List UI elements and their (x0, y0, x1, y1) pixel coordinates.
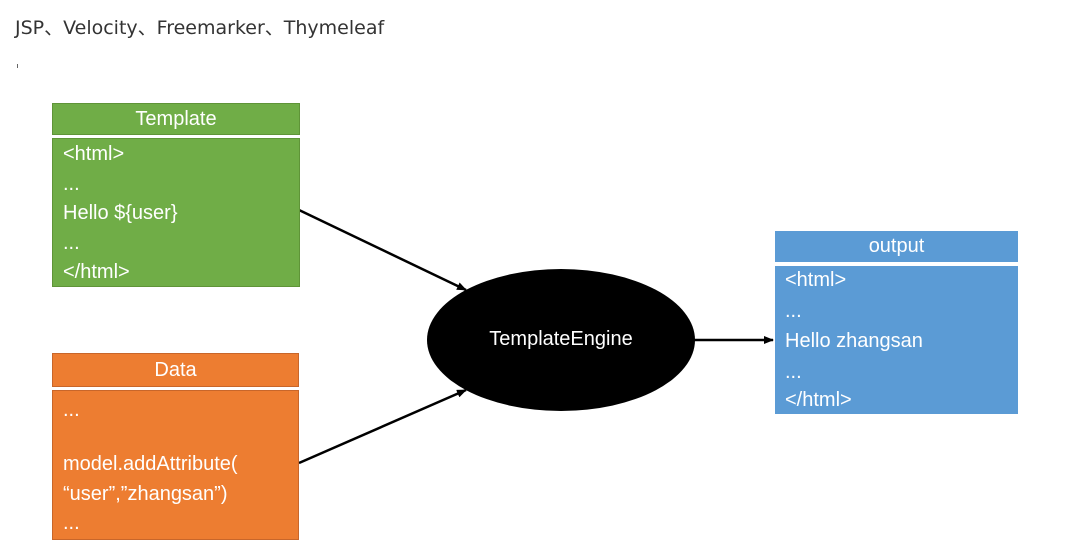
template-box-title: Template (52, 103, 300, 135)
output-line: ... (785, 361, 802, 383)
template-line: Hello ${user} (63, 202, 178, 224)
output-line: </html> (785, 389, 852, 411)
template-engine-ellipse (427, 269, 695, 411)
template-box-body: <html> ... Hello ${user} ... </html> (52, 138, 300, 287)
output-box-body: <html> ... Hello zhangsan ... </html> (775, 266, 1018, 414)
template-line: <html> (63, 143, 125, 165)
arrow-template-to-engine (298, 208, 467, 292)
data-line: model.addAttribute( (63, 453, 238, 475)
template-line: </html> (63, 261, 130, 283)
output-box-title: output (775, 231, 1018, 262)
data-line: ... (63, 512, 80, 534)
template-engine-label: TemplateEngine (489, 328, 633, 350)
output-line: <html> (785, 269, 847, 291)
template-line: ... (63, 173, 80, 195)
data-box-body: ... model.addAttribute( “user”,”zhangsan… (52, 390, 299, 540)
output-line: ... (785, 300, 802, 322)
template-line: ... (63, 232, 80, 254)
data-box-title: Data (52, 353, 299, 387)
page-heading: JSP、Velocity、Freemarker、Thymeleaf (15, 17, 385, 39)
output-line: Hello zhangsan (785, 330, 923, 352)
data-line: “user”,”zhangsan”) (63, 483, 228, 505)
stray-mark (17, 64, 18, 68)
arrow-data-to-engine (298, 388, 467, 465)
data-line: ... (63, 399, 80, 421)
